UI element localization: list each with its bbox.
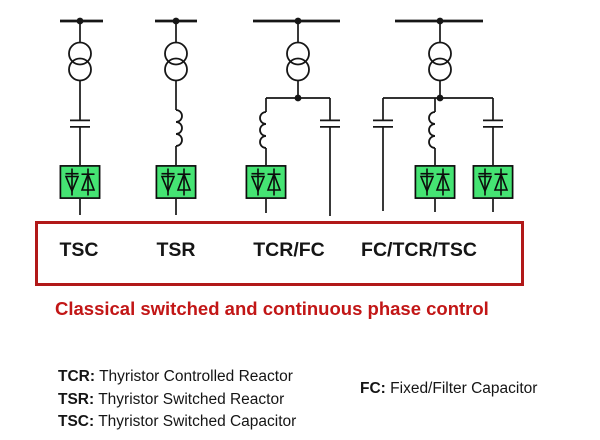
thyristor-valve-icon <box>414 165 456 199</box>
legend-definition: Fixed/Filter Capacitor <box>390 380 538 397</box>
capacitor-icon <box>320 119 340 128</box>
circuit-tsc <box>59 17 103 215</box>
reactor-icon <box>175 109 183 147</box>
thyristor-valve-icon <box>155 165 197 199</box>
legend-item-tsc: TSC Thyristor Switched Capacitor <box>58 411 296 434</box>
legend-left: TCR Thyristor Controlled Reactor TSR Thy… <box>58 366 296 434</box>
legend-term: TSR <box>58 391 94 408</box>
capacitor-icon <box>483 119 503 128</box>
transformer-icon <box>286 41 310 82</box>
legend-definition: Thyristor Switched Capacitor <box>98 413 297 430</box>
legend-item-tsr: TSR Thyristor Switched Reactor <box>58 389 296 412</box>
label-tcr-fc: TCR/FC <box>253 239 325 261</box>
capacitor-icon <box>70 119 90 128</box>
legend-term: FC <box>360 380 386 397</box>
configuration-label-box: TSC TSR TCR/FC FC/TCR/TSC <box>35 221 524 286</box>
label-tsc: TSC <box>59 239 99 261</box>
thyristor-valve-icon <box>245 165 287 199</box>
caption: Classical switched and continuous phase … <box>55 298 489 319</box>
thyristor-valve-icon <box>59 165 101 199</box>
circuit-tsr <box>155 17 197 215</box>
label-tsr: TSR <box>156 239 196 261</box>
legend-term: TCR <box>58 368 95 385</box>
capacitor-icon <box>373 119 393 128</box>
label-fc-tcr-tsc: FC/TCR/TSC <box>361 239 477 261</box>
legend-item-tcr: TCR Thyristor Controlled Reactor <box>58 366 296 389</box>
circuit-drawings <box>59 17 514 216</box>
legend-right: FC Fixed/Filter Capacitor <box>360 378 537 401</box>
reactor-icon <box>428 111 436 149</box>
legend-definition: Thyristor Controlled Reactor <box>99 368 293 385</box>
transformer-icon <box>164 41 188 82</box>
reactor-icon <box>259 111 267 149</box>
circuit-fc-tcr-tsc <box>373 17 514 212</box>
legend-item-fc: FC Fixed/Filter Capacitor <box>360 378 537 401</box>
thyristor-valve-icon <box>472 165 514 199</box>
legend-term: TSC <box>58 413 94 430</box>
transformer-icon <box>68 41 92 82</box>
circuit-tcr-fc <box>245 17 340 216</box>
legend-definition: Thyristor Switched Reactor <box>98 390 285 408</box>
transformer-icon <box>428 41 452 82</box>
